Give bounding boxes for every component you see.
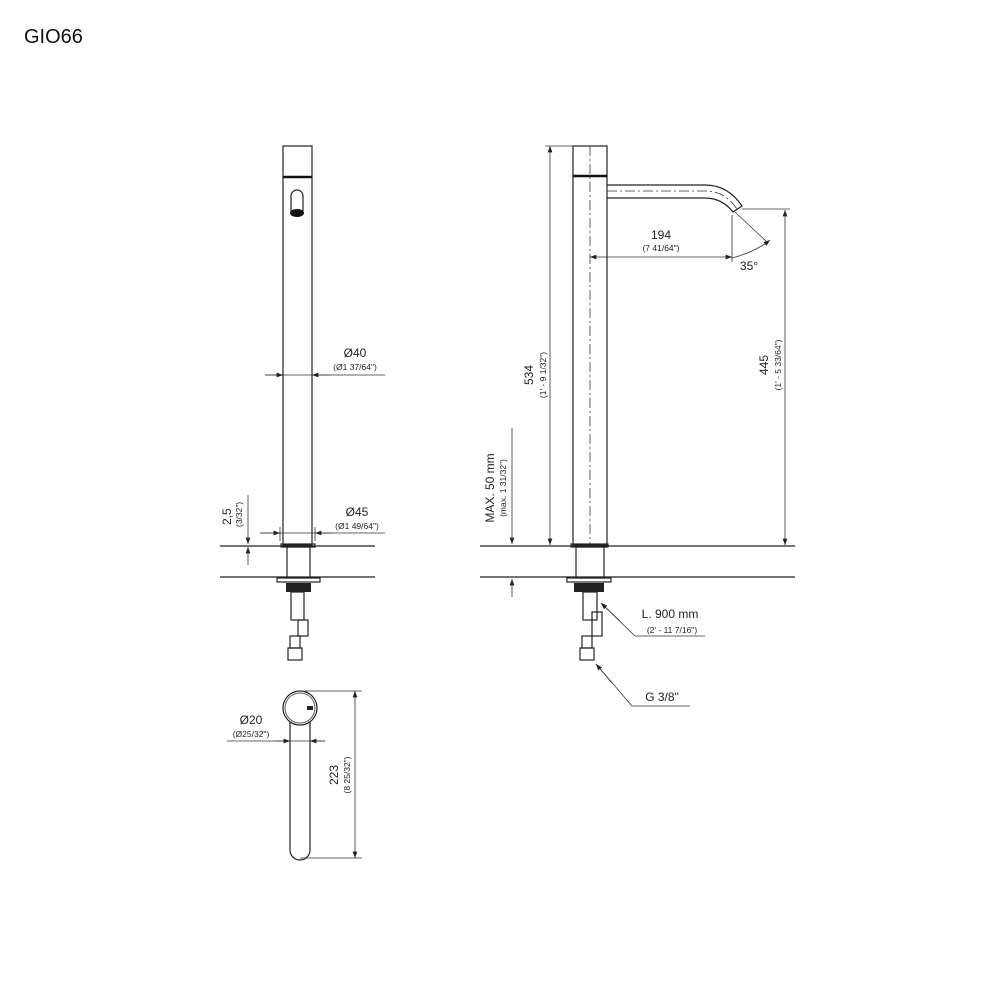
dim-body-diameter-in: (Ø1 37/64")	[333, 362, 377, 372]
dim-handle-diameter: Ø20	[240, 713, 263, 727]
connection-thread: G 3/8"	[645, 690, 679, 704]
dim-base-height-in: (3/32")	[234, 502, 244, 527]
dim-spout-height-in: (1' - 5 33/64")	[773, 339, 783, 390]
dim-spout-reach-in: (7 41/64")	[642, 243, 679, 253]
dim-base-diameter: Ø45	[346, 505, 369, 519]
dim-body-diameter: Ø40	[344, 346, 367, 360]
dim-base-diameter-in: (Ø1 49/64")	[335, 521, 379, 531]
hose-length-in: (2' - 11 7/16")	[647, 625, 697, 635]
dim-handle-diameter-in: (Ø25/32")	[233, 729, 270, 739]
dim-spout-reach: 194	[651, 228, 671, 242]
product-code: GIO66	[24, 26, 83, 48]
side-view: 194 (7 41/64") 35° 534 (1' - 9 1/32") 44…	[480, 145, 795, 707]
dim-handle-length-in: (8 25/32")	[342, 756, 352, 793]
handle-view: Ø20 (Ø25/32") 223 (8 25/32")	[227, 690, 362, 861]
dim-max-deck: MAX. 50 mm	[483, 453, 497, 522]
sensor-window-icon	[290, 189, 304, 211]
hose-length: L. 900 mm	[642, 607, 699, 621]
dim-total-height-in: (1' - 9 1/32")	[538, 352, 548, 398]
dim-total-height: 534	[522, 365, 536, 385]
dim-handle-length: 223	[327, 765, 341, 785]
front-view: Ø40 (Ø1 37/64") Ø45 (Ø1 49/64") 2,5 (3/3…	[220, 145, 385, 661]
aerator-icon	[290, 209, 304, 217]
dim-spout-angle: 35°	[740, 259, 758, 273]
dim-base-height: 2,5	[220, 508, 234, 525]
dim-spout-height: 445	[757, 355, 771, 375]
dim-max-deck-in: (max. 1 31/32")	[498, 459, 508, 517]
